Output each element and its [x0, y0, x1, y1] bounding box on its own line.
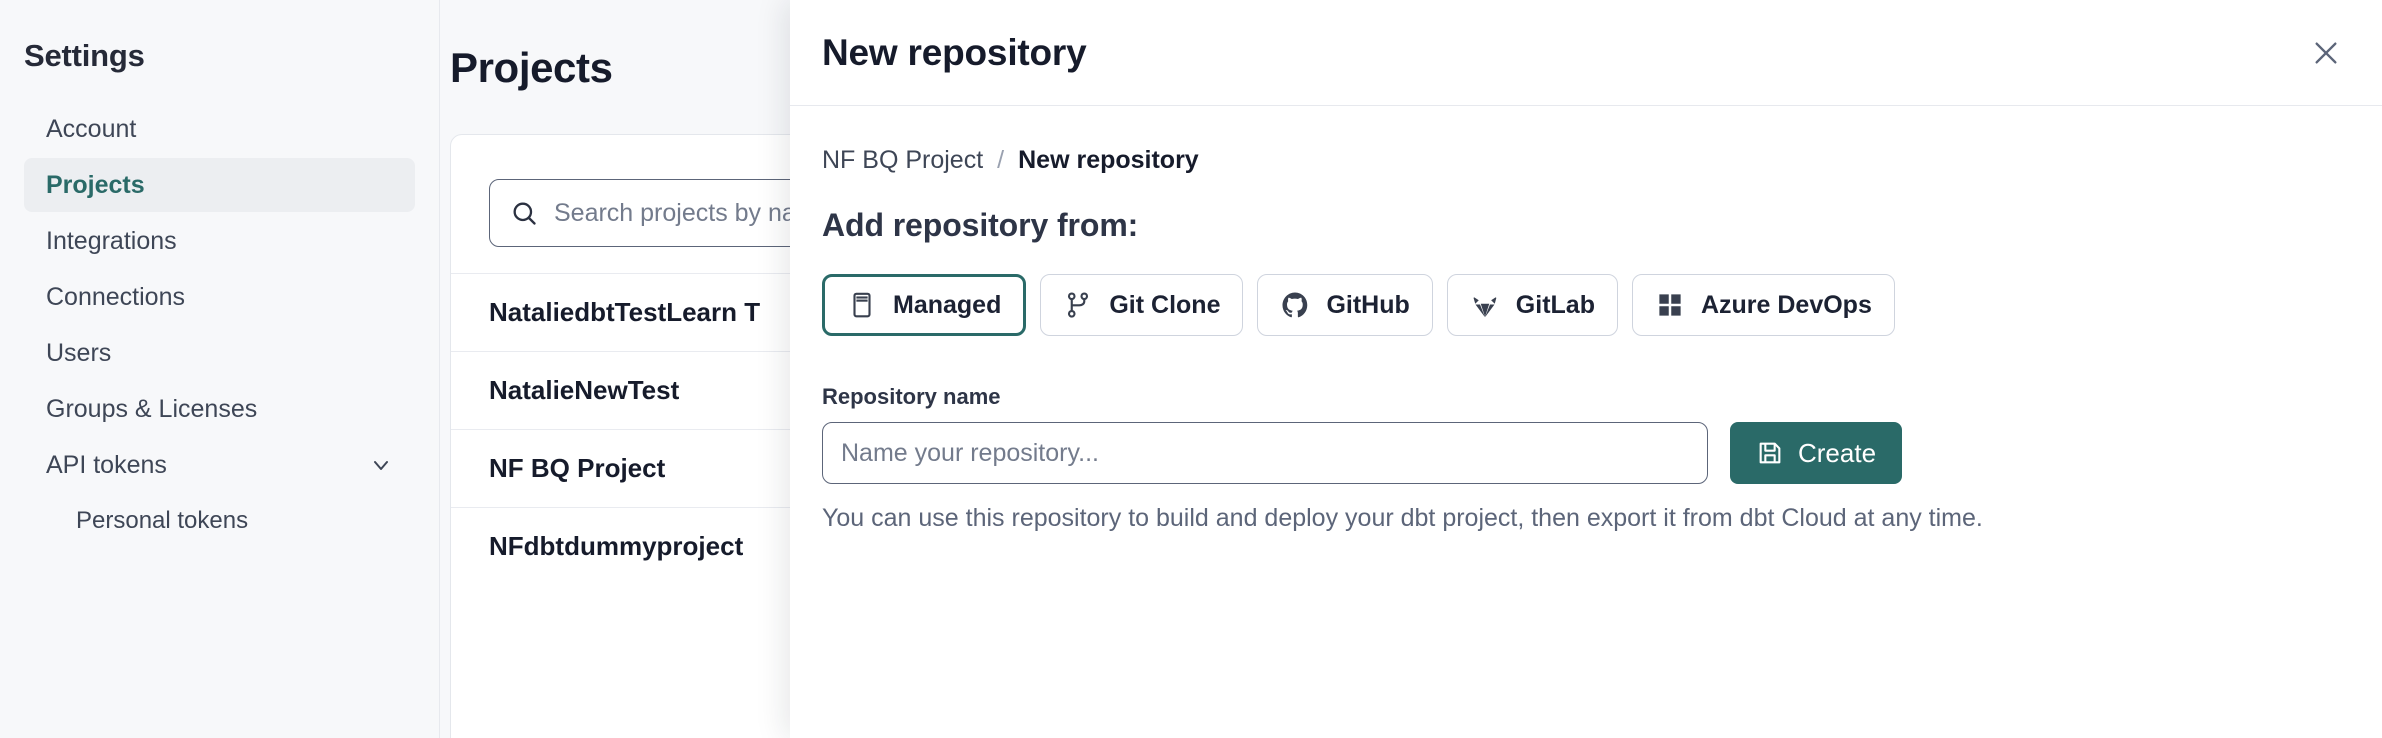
- sidebar-item-label: Personal tokens: [76, 507, 249, 534]
- sidebar-item-projects[interactable]: Projects: [24, 158, 415, 212]
- project-name: NatalieNewTest: [489, 375, 680, 405]
- sidebar-item-users[interactable]: Users: [24, 326, 415, 380]
- git-branch-icon: [1063, 290, 1093, 320]
- project-name: NataliedbtTestLearn T: [489, 297, 761, 327]
- provider-button-label: GitHub: [1326, 290, 1410, 319]
- provider-button-github[interactable]: GitHub: [1257, 274, 1433, 336]
- sidebar-item-groups-licenses[interactable]: Groups & Licenses: [24, 382, 415, 436]
- sidebar-item-account[interactable]: Account: [24, 102, 415, 156]
- sidebar-item-label: Account: [46, 114, 137, 143]
- sidebar-item-label: Projects: [46, 170, 145, 199]
- azure-devops-icon: [1655, 290, 1685, 320]
- repository-help-text: You can use this repository to build and…: [822, 504, 1983, 532]
- gitlab-icon: [1470, 290, 1500, 320]
- sidebar-item-label: API tokens: [46, 450, 167, 479]
- sidebar-item-label: Integrations: [46, 226, 177, 255]
- save-icon: [1756, 439, 1784, 467]
- section-heading: Add repository from:: [822, 207, 1139, 243]
- database-icon: [847, 290, 877, 320]
- provider-button-label: Git Clone: [1109, 290, 1221, 319]
- provider-button-group: Managed Git Clone GitHub GitLab Azure DevOps: [822, 274, 2350, 336]
- provider-button-label: Azure DevOps: [1700, 290, 1872, 319]
- search-icon: [510, 199, 538, 227]
- provider-button-azure-devops[interactable]: Azure DevOps: [1631, 274, 1895, 336]
- sidebar-item-personal-tokens[interactable]: Personal tokens: [24, 494, 415, 548]
- project-name: NFdbtdummyproject: [489, 531, 744, 561]
- breadcrumb-parent[interactable]: NF BQ Project: [822, 146, 984, 174]
- sidebar-item-integrations[interactable]: Integrations: [24, 214, 415, 268]
- sidebar-item-api-tokens[interactable]: API tokens: [24, 438, 415, 492]
- breadcrumb-separator: /: [997, 146, 1005, 174]
- github-icon: [1280, 290, 1310, 320]
- provider-button-gitlab[interactable]: GitLab: [1446, 274, 1618, 336]
- chevron-down-icon[interactable]: [369, 453, 393, 477]
- sidebar-item-label: Connections: [46, 282, 185, 311]
- repository-name-label: Repository name: [822, 384, 1001, 409]
- new-repository-panel: New repository NF BQ Project / New repos…: [790, 0, 2382, 738]
- provider-button-label: Managed: [893, 290, 1002, 319]
- breadcrumb-current: New repository: [1018, 146, 1199, 174]
- panel-header: New repository: [790, 0, 2382, 106]
- sidebar-item-label: Users: [46, 338, 112, 367]
- provider-button-managed[interactable]: Managed: [822, 274, 1027, 336]
- breadcrumb: NF BQ Project / New repository: [822, 146, 2350, 175]
- panel-title: New repository: [822, 31, 1087, 73]
- sidebar-item-label: Groups & Licenses: [46, 394, 258, 423]
- project-name: NF BQ Project: [489, 453, 666, 483]
- repository-name-row: Create: [822, 422, 2350, 484]
- sidebar-title: Settings: [24, 38, 145, 73]
- provider-button-git-clone[interactable]: Git Clone: [1040, 274, 1244, 336]
- panel-body: NF BQ Project / New repository Add repos…: [790, 106, 2382, 533]
- sidebar-item-connections[interactable]: Connections: [24, 270, 415, 324]
- repository-name-input[interactable]: [822, 422, 1708, 484]
- create-button-label: Create: [1798, 437, 1877, 468]
- provider-button-label: GitLab: [1515, 290, 1595, 319]
- create-button[interactable]: Create: [1730, 422, 1903, 484]
- close-icon[interactable]: [2302, 29, 2350, 77]
- page-title: Projects: [450, 44, 613, 91]
